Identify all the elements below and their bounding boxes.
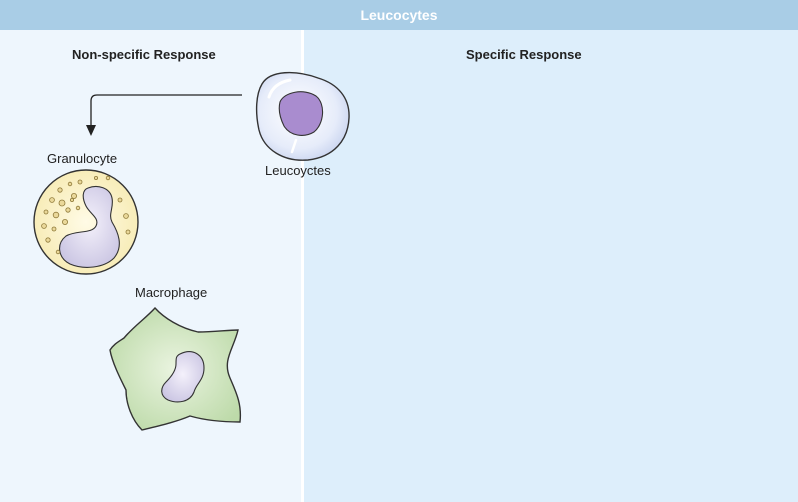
non-specific-heading: Non-specific Response [72,47,216,62]
leucocyte-label: Leucoyctes [265,163,331,178]
title-banner: Leucocytes [0,0,798,30]
granulocyte-label: Granulocyte [47,151,118,166]
macrophage-cell-icon [109,306,242,431]
banner-title: Leucocytes [360,7,438,23]
specific-heading: Specific Response [466,47,582,62]
specific-panel [304,30,798,502]
macrophage-label: Macrophage [135,285,208,300]
lymphocyte-cell-icon [255,71,350,161]
branch-arrow [86,94,242,136]
granules [41,175,131,255]
granulocyte-cell-icon [33,169,139,275]
